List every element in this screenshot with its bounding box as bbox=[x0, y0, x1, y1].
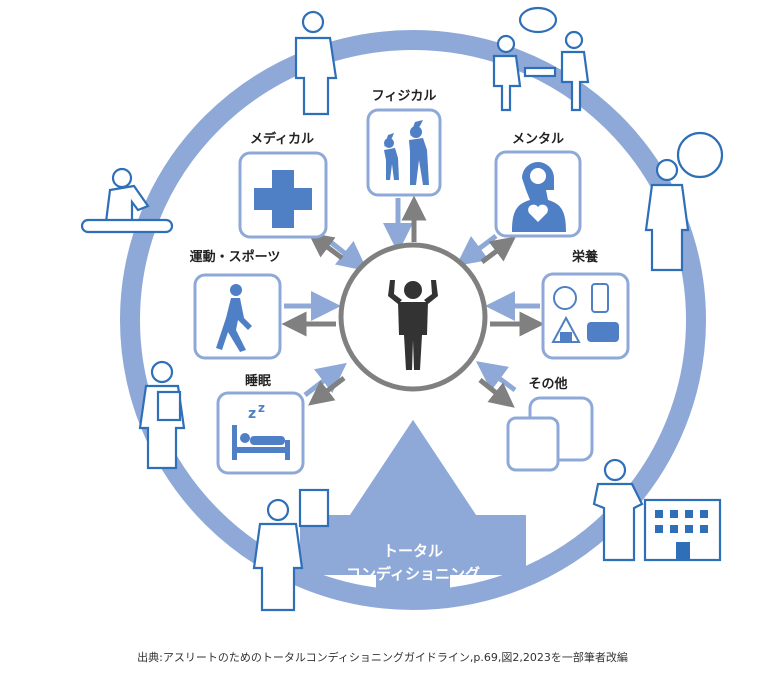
trainer-figure-left bbox=[138, 360, 186, 470]
food-icons bbox=[551, 283, 619, 343]
category-medical: メディカル bbox=[238, 131, 328, 239]
label-sports: 運動・スポーツ bbox=[190, 249, 281, 265]
label-other: その他 bbox=[528, 376, 567, 392]
mind-heart-icon bbox=[512, 162, 566, 232]
category-sleep: 睡眠 z z bbox=[216, 373, 305, 475]
svg-text:z: z bbox=[248, 406, 256, 422]
label-mental: メンタル bbox=[512, 132, 564, 147]
category-mental: メンタル bbox=[494, 132, 582, 238]
label-nutrition: 栄養 bbox=[571, 249, 598, 265]
label-sleep: 睡眠 bbox=[245, 373, 271, 389]
walking-person-icon bbox=[216, 284, 252, 352]
medical-cross-icon bbox=[254, 170, 312, 228]
category-nutrition: 栄養 bbox=[541, 249, 630, 360]
athlete-center bbox=[338, 242, 488, 392]
connector-arrows bbox=[281, 195, 545, 408]
label-physical: フィジカル bbox=[372, 89, 437, 104]
arrow-label-line1: トータル bbox=[383, 542, 443, 560]
category-sports: 運動・スポーツ bbox=[190, 249, 282, 360]
pharmacist-figure bbox=[252, 488, 330, 612]
source-caption: 出典:アスリートのためのトータルコンディショニングガイドライン,p.69,図2,… bbox=[137, 651, 628, 664]
first-aid-figures bbox=[80, 167, 174, 234]
svg-text:z: z bbox=[258, 401, 265, 415]
athlete-icon bbox=[388, 280, 438, 370]
arrow-label-line2: コンディショニング bbox=[346, 565, 480, 583]
stretching-people-icon bbox=[384, 120, 429, 185]
category-other: その他 bbox=[506, 376, 594, 472]
sleeping-bed-icon: z z bbox=[232, 401, 290, 460]
category-physical: フィジカル bbox=[366, 89, 442, 197]
nutritionist-figure bbox=[644, 131, 724, 272]
counseling-figures bbox=[492, 6, 590, 112]
doctor-figure-top bbox=[294, 10, 338, 116]
label-medical: メディカル bbox=[250, 131, 314, 147]
hospital-staff-and-building bbox=[592, 458, 722, 562]
